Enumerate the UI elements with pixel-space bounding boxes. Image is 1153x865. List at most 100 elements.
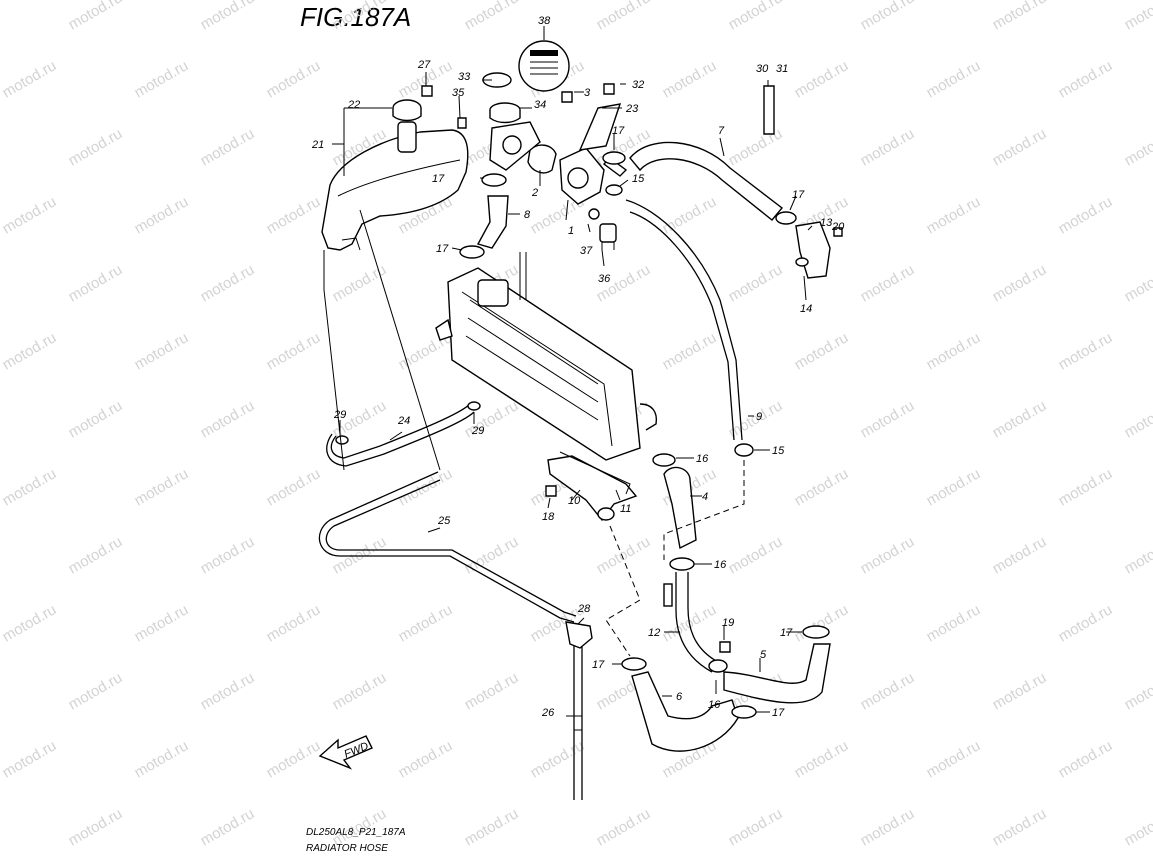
callout-26: 26 [541, 707, 555, 719]
hose-24-outer [330, 403, 471, 459]
figure-name: RADIATOR HOSE [306, 843, 388, 854]
callout-13: 13 [820, 217, 833, 229]
callout-7: 7 [718, 125, 725, 137]
callout-17: 17 [612, 125, 625, 137]
callout-22: 22 [347, 99, 360, 111]
rod-30-31 [763, 85, 775, 135]
watermark-text: motod.ru [990, 0, 1050, 33]
watermark-text: motod.ru [0, 329, 59, 373]
watermark-text: motod.ru [1056, 57, 1116, 101]
callout-18: 18 [542, 511, 555, 523]
watermark-text: motod.ru [1056, 193, 1116, 237]
watermark-text: motod.ru [198, 669, 258, 713]
watermark-text: motod.ru [66, 533, 126, 577]
watermark-text: motod.ru [660, 329, 720, 373]
callout-17: 17 [772, 707, 785, 719]
watermark-text: motod.ru [858, 261, 918, 305]
watermark-text: motod.ru [0, 737, 59, 781]
fwd-arrow: FWD [318, 735, 373, 770]
watermark-text: motod.ru [858, 669, 918, 713]
reservoir-tank [321, 99, 469, 251]
callout-30: 30 [756, 63, 769, 75]
watermark-text: motod.ru [396, 601, 456, 645]
callout-19: 19 [722, 617, 734, 629]
callout-6: 6 [676, 691, 683, 703]
t-joint-28 [565, 621, 593, 649]
watermark-text: motod.ru [132, 193, 192, 237]
pipe-12-inner [687, 572, 719, 663]
callout-31: 31 [776, 63, 788, 75]
hose-25-inner [325, 479, 577, 617]
callout-17: 17 [432, 173, 445, 185]
watermark-text: motod.ru [66, 0, 126, 33]
watermark-text: motod.ru [726, 805, 786, 849]
callout-16: 16 [714, 559, 727, 571]
callout-32: 32 [632, 79, 644, 91]
callout-17: 17 [792, 189, 805, 201]
watermark-text: motod.ru [132, 329, 192, 373]
hose-7 [629, 141, 784, 221]
figure-model-code: DL250AL8_P21_187A [306, 827, 406, 838]
watermark-text: motod.ru [462, 533, 522, 577]
watermark-text: motod.ru [660, 193, 720, 237]
watermark-text: motod.ru [594, 0, 654, 33]
hose-9-outer [625, 199, 743, 441]
callout-8: 8 [524, 209, 531, 221]
watermark-text: motod.ru [264, 329, 324, 373]
callout-28: 28 [577, 603, 591, 615]
hose-4 [663, 466, 697, 550]
callout-25: 25 [437, 515, 451, 527]
watermark-text: motod.ru [990, 805, 1050, 849]
fwd-label: FWD [343, 740, 371, 761]
watermark-text: motod.ru [66, 125, 126, 169]
callout-20: 20 [831, 221, 845, 233]
watermark-text: motod.ru [66, 261, 126, 305]
watermark-text: motod.ru [858, 397, 918, 441]
watermark-text: motod.ru [198, 0, 258, 33]
leader-lines [323, 26, 813, 717]
callout-15: 15 [632, 173, 645, 185]
watermark-text: motod.ru [1122, 533, 1153, 577]
callout-12: 12 [648, 627, 660, 639]
watermark-text: motod.ru [594, 805, 654, 849]
watermark-text: motod.ru [264, 601, 324, 645]
hose-8 [476, 195, 509, 249]
watermark-text: motod.ru [990, 125, 1050, 169]
fitting-13 [795, 221, 831, 279]
watermark-text: motod.ru [264, 737, 324, 781]
watermark-text: motod.ru [792, 57, 852, 101]
watermark-text: motod.ru [528, 737, 588, 781]
callout-29: 29 [333, 409, 346, 421]
watermark-text: motod.ru [924, 57, 984, 101]
watermark-text: motod.ru [330, 261, 390, 305]
hose-26-joint [574, 715, 582, 731]
callout-labels: 1234567891011121314151516161617171717171… [311, 15, 845, 719]
watermark-text: motod.ru [132, 57, 192, 101]
watermark-text: motod.ru [858, 125, 918, 169]
watermark-text: motod.ru [132, 601, 192, 645]
watermark-text: motod.ru [198, 261, 258, 305]
hose-25-outer [318, 471, 575, 623]
radiator [435, 252, 658, 461]
watermark-text: motod.ru [990, 397, 1050, 441]
hose-9-inner [629, 211, 735, 441]
watermark-text: motod.ru [1056, 601, 1116, 645]
watermark-text: motod.ru [1122, 0, 1153, 33]
callout-3: 3 [584, 87, 591, 99]
watermark-text: motod.ru [924, 193, 984, 237]
watermark-text: motod.ru [1122, 805, 1153, 849]
water-pipe-10 [547, 451, 638, 522]
callout-4: 4 [702, 491, 708, 503]
radiator-cap [518, 40, 570, 92]
watermark-text: motod.ru [396, 737, 456, 781]
watermark-text: motod.ru [858, 533, 918, 577]
watermark-text: motod.ru [924, 465, 984, 509]
callout-35: 35 [452, 87, 465, 99]
callout-1: 1 [568, 225, 574, 237]
callout-5: 5 [760, 649, 767, 661]
callout-2: 2 [531, 187, 538, 199]
watermark-text: motod.ru [462, 669, 522, 713]
callout-38: 38 [538, 15, 551, 27]
callout-23: 23 [625, 103, 639, 115]
